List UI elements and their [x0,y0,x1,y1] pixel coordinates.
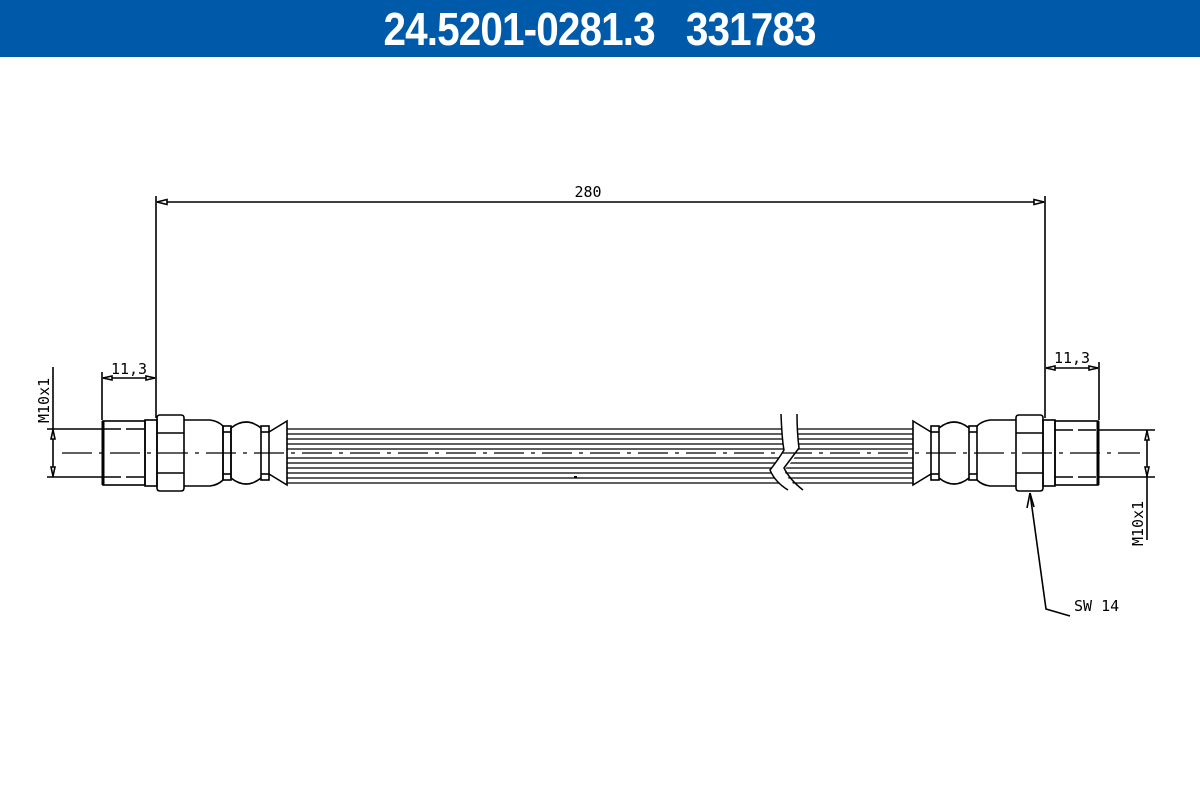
right-fitting-length-label: 11,3 [1054,349,1090,367]
left-fitting-length-label: 11,3 [111,360,147,378]
left-thread-dimension: M10x1 [35,367,103,478]
wrench-size-label: SW 14 [1074,597,1119,615]
part-number-title: 24.5201-0281.3 331783 [383,2,817,55]
overall-length-label: 280 [574,183,601,201]
left-fitting-dimension: 11,3 [101,360,156,420]
wrench-size-callout: SW 14 [1026,492,1119,617]
right-thread-label: M10x1 [1129,501,1147,546]
overall-length-dimension: 280 [155,183,1046,418]
title-bar: 24.5201-0281.3 331783 [0,0,1200,57]
right-thread-dimension: M10x1 [1099,429,1155,546]
left-thread-label: M10x1 [35,378,53,423]
right-fitting-dimension: 11,3 [1045,349,1100,420]
